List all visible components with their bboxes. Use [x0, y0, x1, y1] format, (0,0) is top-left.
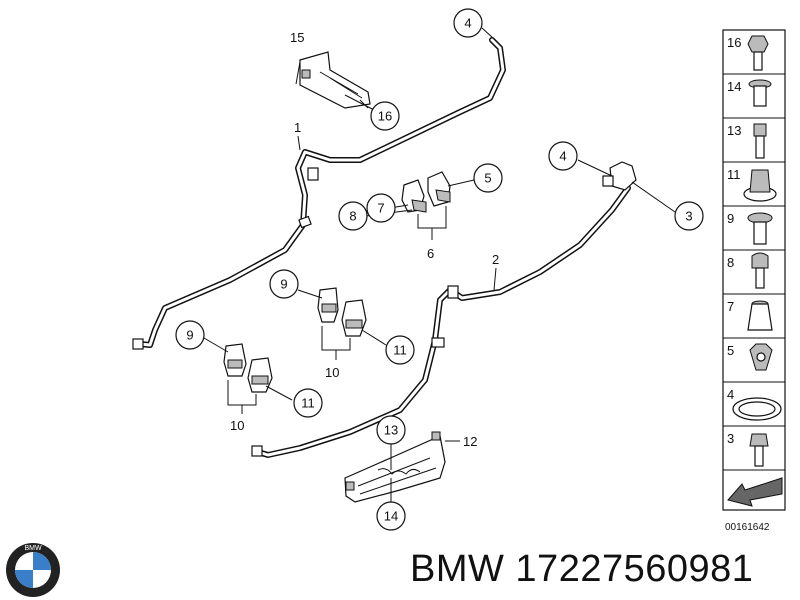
callout-3: 3: [674, 201, 704, 231]
label-10-upper: 10: [325, 365, 339, 380]
side-item-8: 8: [727, 255, 734, 270]
hose-2: [251, 185, 631, 458]
leader-2: [493, 267, 497, 291]
svg-text:BMW: BMW: [24, 545, 42, 552]
svg-text:9: 9: [280, 277, 287, 292]
nut-5-icon: [749, 343, 773, 371]
leader-4a: [481, 27, 494, 39]
hose-1: [132, 37, 506, 350]
part-number-caption: BMW 17227560981: [410, 548, 754, 590]
svg-text:13: 13: [384, 423, 398, 438]
svg-text:4: 4: [559, 149, 566, 164]
label-2: 2: [492, 252, 499, 267]
label-10-lower: 10: [230, 418, 244, 433]
svg-text:11: 11: [393, 343, 407, 358]
callout-11-lower: 11: [293, 388, 323, 418]
bolt-3-icon: [749, 433, 769, 467]
callout-11-upper: 11: [385, 335, 415, 365]
rivet-nut-14-icon: [748, 79, 772, 107]
side-item-13: 13: [727, 123, 741, 138]
clip-group-10-upper: [297, 287, 387, 360]
svg-text:14: 14: [384, 509, 398, 524]
callout-9-upper: 9: [269, 269, 299, 299]
side-item-3: 3: [727, 431, 734, 446]
svg-text:7: 7: [377, 201, 384, 216]
grommet-11-icon: [743, 169, 777, 202]
side-item-4: 4: [727, 387, 734, 402]
o-ring-4-icon: [732, 397, 782, 421]
callout-5: 5: [473, 163, 503, 193]
fitting-3-4: [577, 159, 676, 213]
svg-text:11: 11: [301, 396, 315, 411]
screw-13-icon: [753, 123, 767, 159]
label-12: 12: [463, 434, 477, 449]
bolt-8-icon: [751, 252, 769, 289]
bmw-logo-icon: BMW: [6, 543, 60, 597]
svg-text:9: 9: [186, 328, 193, 343]
bracket-15: [295, 51, 379, 113]
drawing-code: 00161642: [725, 522, 770, 533]
bolt-9-icon: [747, 212, 773, 245]
bracket-12: [344, 431, 460, 503]
svg-text:4: 4: [464, 16, 471, 31]
callout-7: 7: [366, 193, 396, 223]
callout-9-lower: 9: [175, 320, 205, 350]
svg-text:8: 8: [349, 209, 356, 224]
svg-text:5: 5: [484, 171, 491, 186]
arrow-icon: [727, 477, 783, 507]
bolt-16-icon: [747, 35, 769, 71]
callout-4-top: 4: [453, 8, 483, 38]
side-item-7: 7: [727, 299, 734, 314]
side-item-16: 16: [727, 35, 741, 50]
callout-4-right: 4: [548, 141, 578, 171]
clip-group-10-lower: [203, 337, 293, 414]
side-item-14: 14: [727, 79, 741, 94]
svg-text:3: 3: [685, 209, 692, 224]
sleeve-7-icon: [747, 300, 773, 331]
label-6: 6: [427, 246, 434, 261]
label-15: 15: [290, 30, 304, 45]
callout-16: 16: [370, 101, 400, 131]
side-item-9: 9: [727, 211, 734, 226]
callout-14: 14: [376, 501, 406, 531]
side-item-11: 11: [727, 167, 741, 182]
leader-16: [359, 99, 369, 109]
parts-side-panel: 16 14 13 11 9 8 7 5 4 3: [722, 29, 786, 511]
callout-13: 13: [376, 415, 406, 445]
clip-group-6: [365, 171, 475, 240]
callout-8: 8: [338, 201, 368, 231]
label-1: 1: [294, 120, 301, 135]
side-item-5: 5: [727, 343, 734, 358]
leader-1: [297, 135, 301, 151]
svg-text:16: 16: [378, 109, 392, 124]
